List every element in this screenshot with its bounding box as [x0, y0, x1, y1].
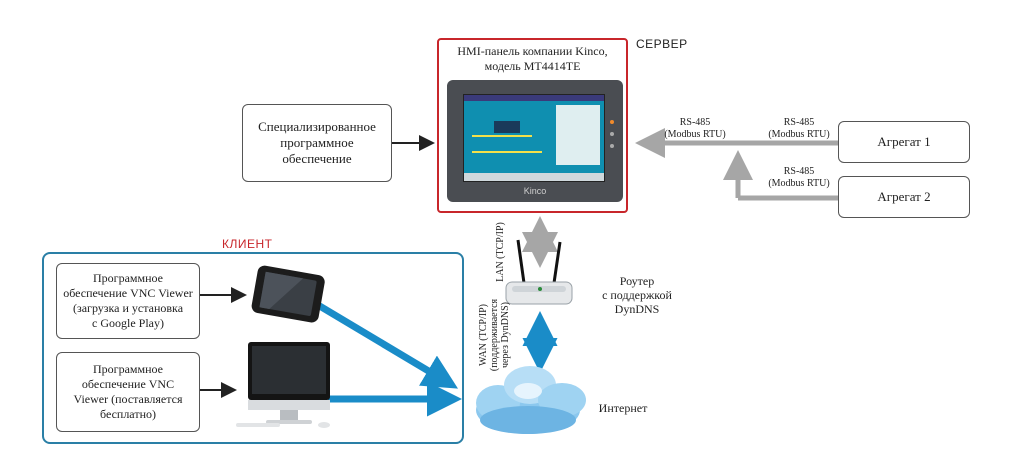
pc-device — [236, 342, 330, 428]
server-label: СЕРВЕР — [636, 37, 688, 51]
client-label: КЛИЕНТ — [222, 237, 273, 251]
software-box: Специализированное программное обеспечен… — [242, 104, 392, 182]
internet-cloud — [476, 366, 586, 434]
tablet-device — [251, 265, 325, 323]
aggregate-1-box: Агрегат 1 — [838, 121, 970, 163]
vnc-tablet-box: Программное обеспечение VNC Viewer (загр… — [56, 263, 200, 339]
lan-label: LAN (TCP/IP) — [495, 222, 506, 282]
panel-buttons — [610, 120, 615, 150]
aggregate-2-box: Агрегат 2 — [838, 176, 970, 218]
hmi-panel: Kinco — [447, 80, 623, 202]
vnc-pc-box: Программное обеспечение VNC Viewer (пост… — [56, 352, 200, 432]
wan-label: WAN (TCP/IP) (поддерживается через DynDN… — [478, 298, 511, 372]
client-frame — [42, 252, 464, 444]
panel-brand: Kinco — [523, 186, 547, 196]
router-device — [505, 239, 573, 305]
server-frame — [437, 38, 628, 213]
internet-label: Интернет — [598, 401, 648, 415]
rs485-trunk-label: RS-485 (Modbus RTU) — [664, 117, 726, 140]
tablet-to-internet-arrow — [316, 301, 459, 389]
hmi-screen — [463, 94, 605, 182]
panel-title: HMI-панель компании Kinco, модель MT4414… — [457, 44, 608, 73]
rs485-agg2-label: RS-485 (Modbus RTU) — [768, 166, 830, 189]
router-label: Роутер с поддержкой DynDNS — [602, 274, 672, 316]
rs485-agg1-label: RS-485 (Modbus RTU) — [768, 117, 830, 140]
